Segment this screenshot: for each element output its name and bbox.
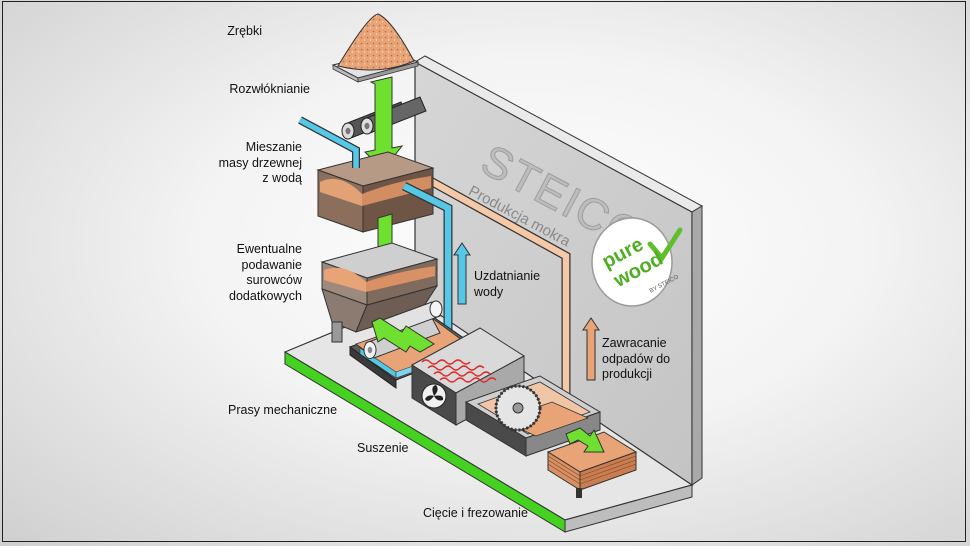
waste-return-pipe <box>413 169 571 395</box>
label-ciecie: Cięcie i frezowanie <box>423 506 528 520</box>
mixing-tank <box>316 151 435 233</box>
label-rozwloknianie: Rozwłóknianie <box>229 82 310 96</box>
cutting-table <box>464 375 602 457</box>
checkmark-icon <box>647 227 683 263</box>
label-suszenie: Suszenie <box>357 441 409 455</box>
label-zrebki: Zrębki <box>227 24 262 38</box>
label-mieszanie: Mieszanie masy drzewnej z wodą <box>218 140 302 185</box>
waste-return-arrow <box>582 317 600 381</box>
flow-arrow-output <box>565 427 605 453</box>
label-prasy: Prasy mechaniczne <box>228 403 338 417</box>
water-treatment-arrow <box>453 242 471 305</box>
wood-chips-input <box>331 13 420 83</box>
water-inflow-pipe <box>298 116 360 168</box>
label-zawracanie: Zawracanie odpadów do produkcji <box>602 336 671 381</box>
fan-icon <box>421 383 447 409</box>
pure-wood-badge: pure wood BY STEICO <box>591 217 683 307</box>
flow-arrow-press <box>371 317 435 353</box>
heat-waves <box>421 359 497 383</box>
water-recirculation-pipe <box>401 181 453 378</box>
label-ewentualne: Ewentualne podawanie surowców dodatkowyc… <box>229 242 302 303</box>
saw-blade-icon <box>494 384 542 432</box>
label-uzdatnianie: Uzdatnianie wody <box>474 269 541 299</box>
additive-hopper <box>320 242 439 343</box>
back-wall <box>413 55 704 487</box>
